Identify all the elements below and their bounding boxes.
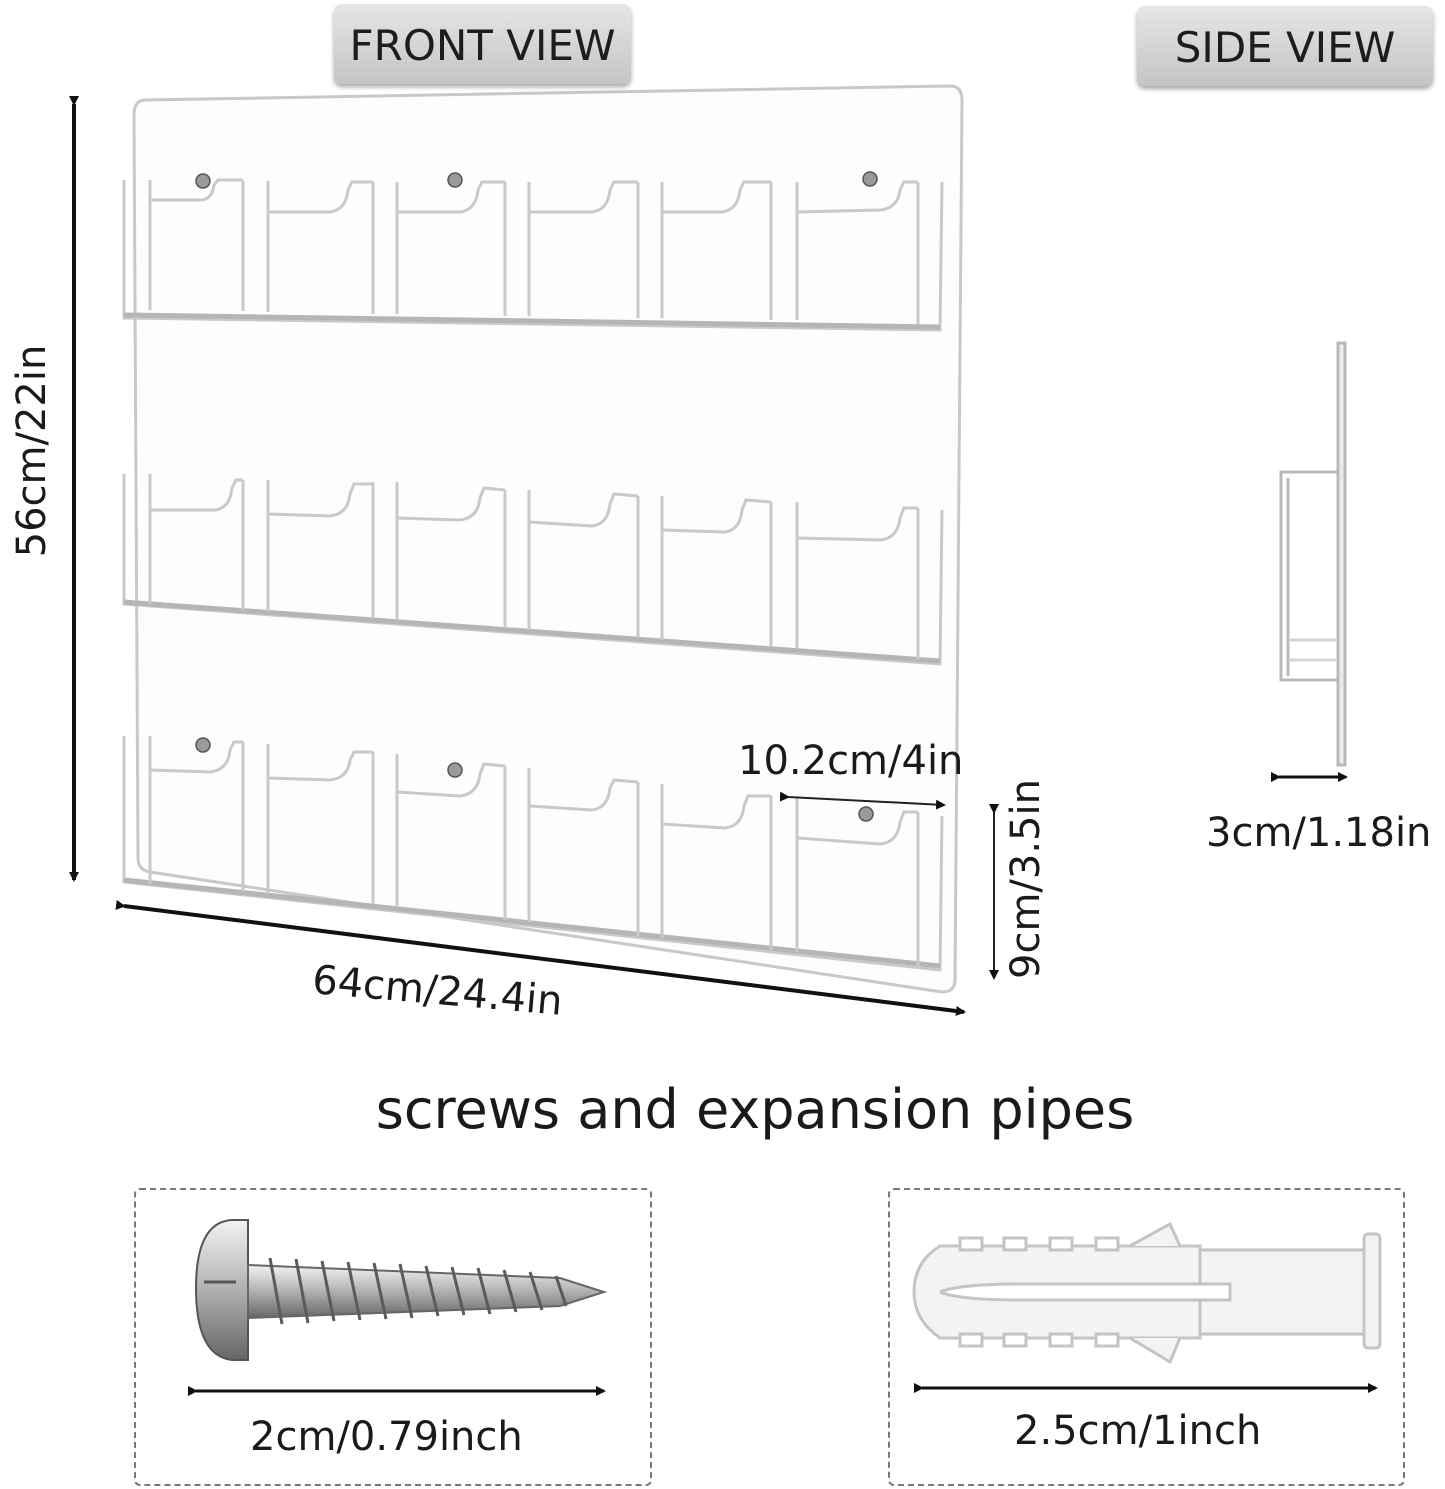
pocket-row-2 (122, 474, 944, 666)
screw-image (194, 1219, 608, 1361)
screw-length-label: 2cm/0.79inch (250, 1414, 523, 1460)
depth-label: 3cm/1.18in (1206, 810, 1432, 856)
pocket-width-label: 10.2cm/4in (738, 738, 964, 784)
mounting-screw-heads (195, 171, 878, 822)
pocket-height-label: 9cm/3.5in (1003, 779, 1049, 979)
accessories-heading: screws and expansion pipes (375, 1078, 1135, 1141)
front-view-label: FRONT VIEW (334, 4, 631, 84)
screw-box (134, 1188, 652, 1486)
side-view-label: SIDE VIEW (1137, 6, 1433, 86)
width-arrow (115, 900, 966, 1016)
side-view-profile (1279, 341, 1347, 767)
height-dimension-label: 56cm/22in (9, 344, 55, 558)
anchor-box (888, 1188, 1405, 1486)
pocket-width-arrow (779, 791, 946, 810)
pocket-row-1 (122, 178, 944, 332)
expansion-anchor-image (912, 1221, 1382, 1365)
front-view-panel (122, 84, 964, 994)
anchor-length-label: 2.5cm/1inch (1014, 1408, 1262, 1454)
